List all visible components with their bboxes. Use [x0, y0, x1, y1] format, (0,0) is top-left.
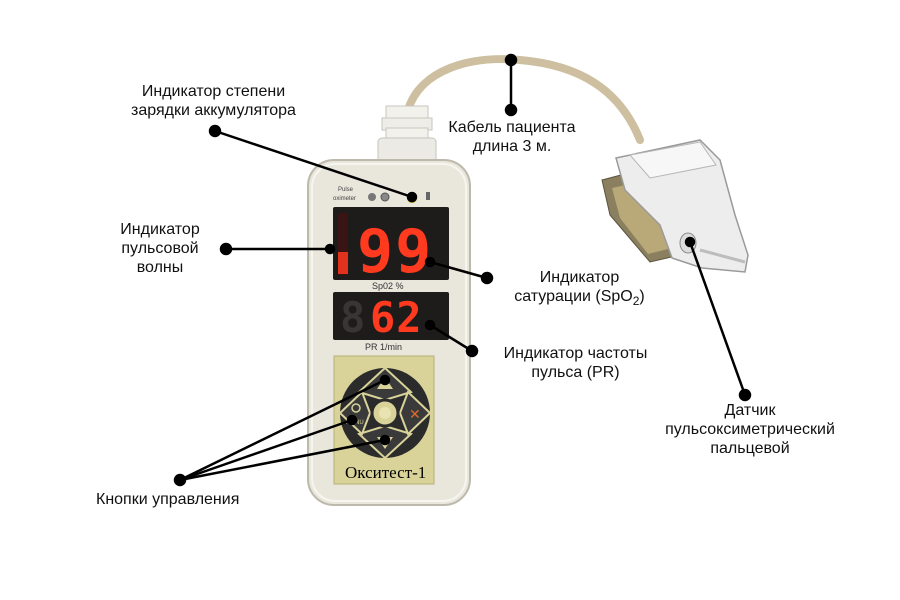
pulse-wave-bar — [338, 213, 348, 275]
patient-cable — [404, 55, 644, 144]
spo2-display — [333, 207, 449, 280]
label-saturation: Индикатор сатурации (SpO2) — [492, 268, 667, 311]
callout-battery-line — [214, 129, 413, 199]
callout-sensor-line — [688, 241, 747, 396]
mute-icon: ✕ — [409, 407, 421, 423]
pr-unlit-digit: 8 — [340, 293, 365, 342]
label-battery-indicator: Индикатор степени зарядки аккумулятора — [106, 82, 321, 120]
label-sensor: Датчик пульсоксиметрический пальцевой — [650, 401, 850, 458]
label-control-buttons: Кнопки управления — [96, 491, 240, 508]
label-pulse-rate: Индикатор частоты пульса (PR) — [478, 344, 673, 382]
pr-value: 62 — [370, 293, 423, 342]
callout-battery-end — [406, 191, 418, 203]
callout-spo2-end — [424, 256, 436, 268]
label-sensor-line-3: пальцевой — [710, 440, 790, 457]
callout-cable-dot-top — [504, 53, 518, 67]
spo2-value: 99 — [357, 217, 433, 287]
callout-pr-dot — [465, 344, 479, 358]
callout-lines — [173, 53, 752, 487]
center-dot — [379, 407, 391, 419]
callout-wave-end — [324, 243, 336, 255]
label-saturation-line-1: Индикатор — [539, 269, 620, 286]
label-pulse-wave-line-2: пульсовой — [121, 240, 199, 257]
label-saturation-text: сатурации (SpO — [514, 288, 633, 305]
brand-tiny-1: Pulse — [338, 187, 354, 193]
label-pulse-rate-line-1: Индикатор частоты — [503, 345, 648, 362]
callout-battery-dot — [208, 124, 222, 138]
callout-sensor-end — [684, 236, 696, 248]
pulse-oximeter-device: Pulse oximeter 99 Sp02 % 8 62 PR 1/min M… — [307, 159, 471, 506]
brand-tiny-2: oximeter — [333, 196, 356, 202]
callout-spo2-dot — [480, 271, 494, 285]
callout-cable-dot-bottom — [504, 103, 518, 117]
cable-connector — [377, 105, 437, 167]
label-saturation-close: ) — [639, 288, 645, 305]
label-saturation-line-2: сатурации (SpO2) — [492, 287, 667, 311]
battery-icon — [426, 192, 430, 200]
button-power-menu[interactable] — [338, 390, 372, 436]
status-led-2 — [380, 192, 390, 202]
status-led-1 — [368, 193, 376, 201]
label-cable: Кабель пациента длина 3 м. — [432, 118, 592, 156]
model-name: Окситест-1 — [345, 463, 426, 482]
label-pulse-wave-line-3: волны — [136, 259, 184, 276]
callout-wave-dot — [219, 242, 233, 256]
spo2-caption: Sp02 % — [372, 281, 404, 291]
label-cable-line-1: Кабель пациента — [448, 119, 576, 136]
label-battery-line-1: Индикатор степени — [141, 83, 286, 100]
label-sensor-line-1: Датчик — [724, 402, 776, 419]
callout-btn-end-down — [379, 434, 391, 446]
label-pulse-rate-line-2: пульса (PR) — [531, 364, 620, 381]
finger-sensor — [601, 139, 749, 273]
label-sensor-line-2: пульсоксиметрический — [665, 421, 835, 438]
callout-btn-end-menu — [346, 414, 358, 426]
label-pulse-wave: Индикатор пульсовой волны — [105, 220, 215, 277]
callout-btn-dot — [173, 473, 187, 487]
callout-btn-line-up — [179, 378, 386, 482]
label-battery-line-2: зарядки аккумулятора — [131, 102, 296, 119]
pr-display — [333, 292, 449, 340]
label-saturation-subscript: 2 — [632, 294, 640, 309]
callout-btn-end-up — [379, 374, 391, 386]
callout-pr-line — [429, 323, 473, 353]
pulse-wave-fill — [338, 252, 348, 274]
callout-spo2-line — [429, 260, 488, 280]
power-icon — [351, 403, 361, 413]
callout-sensor-dot — [738, 388, 752, 402]
callout-btn-line-menu — [179, 418, 353, 482]
callout-pr-end — [424, 319, 436, 331]
label-cable-line-2: длина 3 м. — [472, 138, 552, 155]
button-mute[interactable] — [398, 390, 432, 436]
label-pulse-wave-line-1: Индикатор — [120, 221, 200, 238]
pr-caption: PR 1/min — [365, 342, 402, 352]
callout-btn-line-down — [179, 438, 386, 482]
